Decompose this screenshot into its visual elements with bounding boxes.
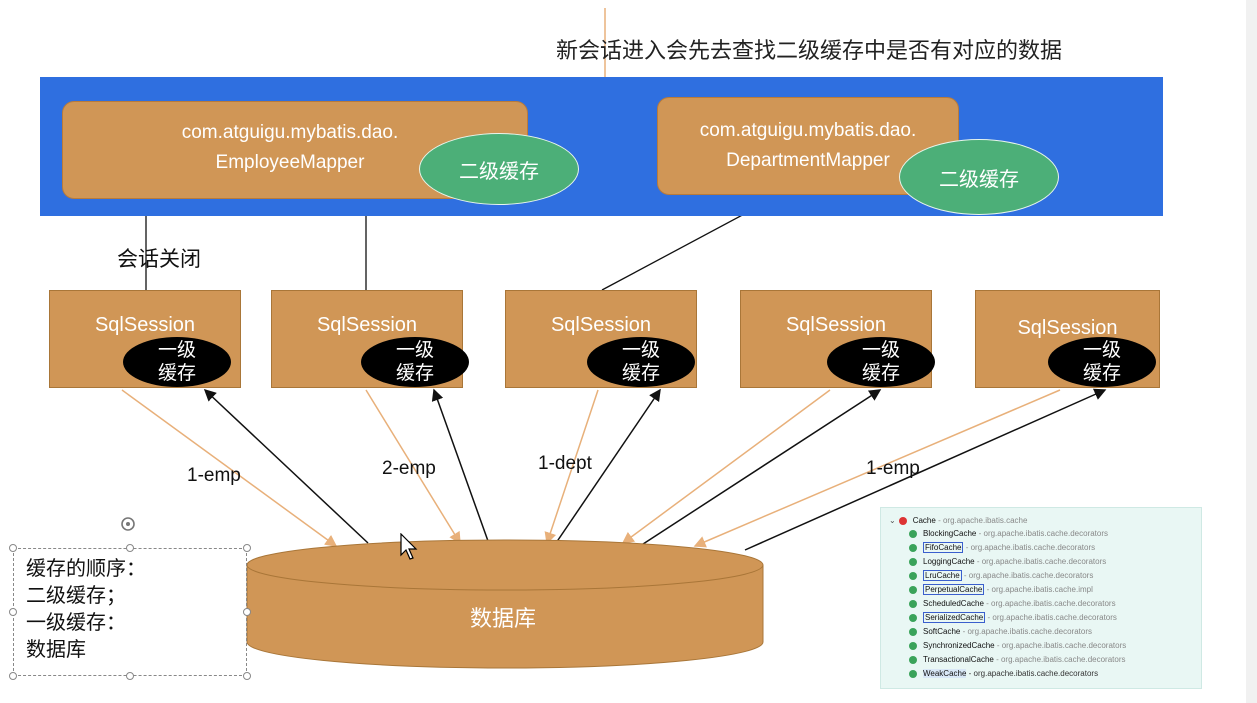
sql-session: SqlSession 一级缓存	[49, 290, 241, 388]
sql-session-title: SqlSession	[1017, 317, 1118, 339]
sql-session-title: SqlSession	[785, 314, 887, 336]
sql-session-title: SqlSession	[316, 314, 418, 336]
session-close-label: 会话关闭	[117, 247, 201, 271]
first-level-cache: 一级缓存	[587, 337, 695, 387]
query-label: 1-emp	[866, 458, 920, 479]
resize-handle[interactable]	[126, 672, 134, 680]
query-arrow-4	[621, 389, 831, 544]
class-icon	[909, 627, 917, 636]
first-level-cache: 一级缓存	[361, 337, 469, 387]
sql-session-title: SqlSession	[94, 314, 196, 336]
vertical-scrollbar[interactable]	[1246, 0, 1257, 703]
cache-tree-item[interactable]: FifoCache - org.apache.ibatis.cache.deco…	[909, 542, 1095, 554]
query-arrow-1	[121, 389, 338, 547]
second-level-cache: 二级缓存	[419, 133, 579, 205]
class-icon	[909, 613, 917, 622]
result-arrow-2	[431, 388, 489, 542]
cache-tree-item[interactable]: SynchronizedCache - org.apache.ibatis.ca…	[909, 640, 1126, 652]
sql-session-title: SqlSession	[550, 314, 652, 336]
mapper-name: DepartmentMapper	[726, 150, 890, 171]
resize-handle[interactable]	[9, 672, 17, 680]
class-icon	[909, 669, 917, 678]
order-line: 缓存的顺序：	[26, 556, 146, 580]
order-line: 数据库	[26, 637, 86, 661]
order-line: 一级缓存：	[26, 610, 126, 634]
query-label: 1-emp	[187, 465, 241, 486]
sql-session: SqlSession 一级缓存	[271, 290, 469, 388]
result-arrow-4	[639, 389, 882, 547]
first-level-cache: 一级缓存	[1048, 337, 1156, 387]
cache-tree-item[interactable]: PerpetualCache - org.apache.ibatis.cache…	[909, 584, 1093, 596]
result-arrow-5	[744, 388, 1107, 551]
mapper-package: com.atguigu.mybatis.dao.	[181, 122, 399, 143]
cache-tree-item[interactable]: BlockingCache - org.apache.ibatis.cache.…	[909, 528, 1108, 540]
mouse-pointer-icon	[400, 533, 418, 560]
query-arrow-2	[365, 389, 461, 545]
new-session-note: 新会话进入会先去查找二级缓存中是否有对应的数据	[556, 39, 1063, 64]
database-label: 数据库	[470, 607, 537, 632]
result-arrow-3	[555, 388, 661, 544]
query-label: 2-emp	[382, 458, 436, 479]
cache-tree-item[interactable]: TransactionalCache - org.apache.ibatis.c…	[909, 654, 1126, 666]
interface-icon	[898, 516, 907, 525]
cache-tree-item[interactable]: SoftCache - org.apache.ibatis.cache.deco…	[909, 626, 1092, 638]
query-arrow-3	[544, 389, 599, 545]
resize-handle[interactable]	[243, 608, 251, 616]
class-icon	[909, 543, 917, 552]
resize-handle[interactable]	[126, 544, 134, 552]
class-icon	[909, 571, 917, 580]
resize-handle[interactable]	[243, 672, 251, 680]
cache-order-textbox[interactable]: 缓存的顺序： 二级缓存； 一级缓存： 数据库	[13, 548, 247, 676]
resize-handle[interactable]	[243, 544, 251, 552]
second-level-cache: 二级缓存	[899, 139, 1059, 215]
sql-session: SqlSession 一级缓存	[740, 290, 935, 388]
order-line: 二级缓存；	[26, 583, 126, 607]
class-icon	[909, 655, 917, 664]
first-level-cache: 一级缓存	[123, 337, 231, 387]
sql-session: SqlSession 一级缓存	[505, 290, 697, 388]
cache-tree-item[interactable]: SerializedCache - org.apache.ibatis.cach…	[909, 612, 1117, 624]
class-icon	[909, 641, 917, 650]
sql-session: SqlSession 一级缓存	[975, 290, 1160, 388]
rotate-handle-icon[interactable]	[119, 515, 137, 533]
resize-handle[interactable]	[9, 544, 17, 552]
class-icon	[909, 599, 917, 608]
class-icon	[909, 557, 917, 566]
first-level-cache: 一级缓存	[827, 337, 935, 387]
cache-tree-item[interactable]: ScheduledCache - org.apache.ibatis.cache…	[909, 598, 1116, 610]
cache-tree-item[interactable]: LoggingCache - org.apache.ibatis.cache.d…	[909, 556, 1106, 568]
mapper-package: com.atguigu.mybatis.dao.	[699, 120, 917, 141]
cache-tree-item[interactable]: LruCache - org.apache.ibatis.cache.decor…	[909, 570, 1093, 582]
resize-handle[interactable]	[9, 608, 17, 616]
expand-icon[interactable]: ⌄	[889, 516, 896, 525]
cache-tree-root: ⌄Cache - org.apache.ibatis.cache	[889, 516, 1028, 525]
database-cylinder	[246, 539, 764, 669]
query-arrow-5	[693, 389, 1061, 548]
class-icon	[909, 529, 917, 538]
result-arrow-1	[203, 388, 369, 544]
class-icon	[909, 585, 917, 594]
query-label: 1-dept	[538, 453, 592, 474]
cache-tree-item[interactable]: WeakCache - org.apache.ibatis.cache.deco…	[909, 668, 1098, 680]
mapper-name: EmployeeMapper	[215, 152, 365, 173]
cache-class-tree: ⌄Cache - org.apache.ibatis.cache Blockin…	[880, 507, 1202, 689]
